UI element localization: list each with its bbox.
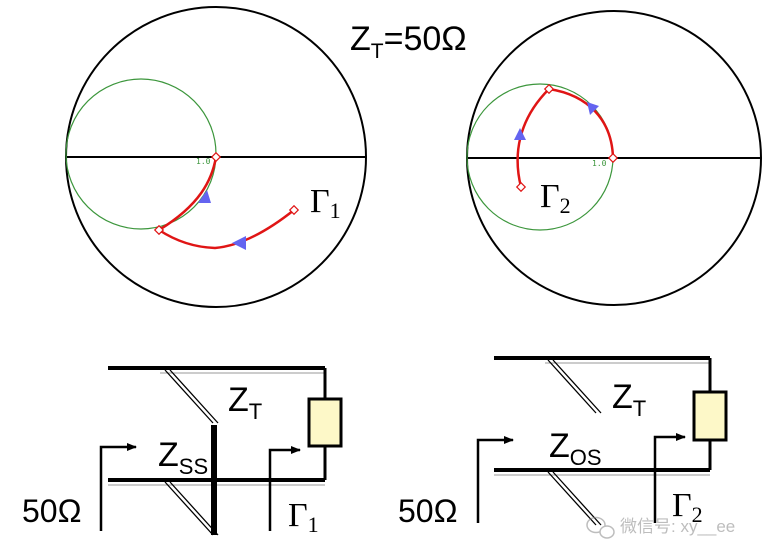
circuit-right: ZT ZOS 50Ω Γ2 xyxy=(398,356,728,529)
stub-perspective-edge-right-b xyxy=(552,471,602,526)
marker-center-left xyxy=(210,151,222,163)
line-perspective-edge-left-b xyxy=(169,369,219,424)
direction-arrow-right-2 xyxy=(587,102,599,115)
direction-arrow-right-1 xyxy=(514,128,526,140)
gamma-label-left: Γ1 xyxy=(310,183,341,223)
direction-arrow-left-2 xyxy=(198,190,211,203)
smith-chart-left: 1.0 Γ1 xyxy=(65,6,367,308)
source-impedance-label-right: 50Ω xyxy=(398,493,458,529)
reflection-arrow-left xyxy=(268,446,301,531)
line-perspective-edge-right-b xyxy=(552,359,602,414)
reflection-arrow-right xyxy=(653,433,686,523)
marker-load-right xyxy=(515,181,527,193)
marker-center-right xyxy=(607,152,619,164)
line-perspective-edge-left-a xyxy=(164,369,214,424)
stub-perspective-edge-left-b xyxy=(169,481,219,536)
trace-stub-to-center-left xyxy=(158,156,218,232)
stub-perspective-edge-left-a xyxy=(164,481,214,536)
trace-load-to-stub-left xyxy=(158,209,295,250)
watermark: 微信号: xy__ee xyxy=(586,516,735,539)
admittance-circle-left xyxy=(65,78,217,230)
source-arrow-left xyxy=(99,443,137,531)
zt-label-right: ZT xyxy=(612,378,646,421)
wechat-icon xyxy=(586,516,615,539)
source-arrow-right xyxy=(476,436,514,523)
zss-label: ZSS xyxy=(158,436,208,479)
marker-load-left xyxy=(288,204,300,216)
gamma-label-right: Γ2 xyxy=(540,178,571,218)
marker-stub-left xyxy=(153,224,165,236)
line-perspective-edge-right-a xyxy=(547,359,597,414)
load-resistor-left xyxy=(307,397,343,448)
source-impedance-label-left: 50Ω xyxy=(22,493,82,529)
gamma-label-circuit-right: Γ2 xyxy=(672,487,703,527)
gamma-label-circuit-left: Γ1 xyxy=(288,497,319,537)
load-resistor-right xyxy=(692,390,728,442)
trace-stub-to-center-right xyxy=(548,87,615,159)
watermark-text: 微信号: xy__ee xyxy=(620,517,735,536)
zos-label: ZOS xyxy=(549,427,602,470)
circuit-left: ZT ZSS 50Ω Γ1 xyxy=(22,366,343,537)
short-circuit-bar xyxy=(211,425,217,535)
stub-perspective-edge-right-a xyxy=(547,471,597,526)
zt-label-left: ZT xyxy=(228,381,262,424)
unit-label-right: 1.0 xyxy=(592,159,607,168)
direction-arrow-left-1 xyxy=(232,236,246,250)
marker-stub-right xyxy=(543,83,555,95)
smith-chart-right: 1.0 Γ2 xyxy=(466,10,762,306)
zt-title: ZT=50Ω xyxy=(350,20,467,63)
unit-label-left: 1.0 xyxy=(196,157,211,166)
